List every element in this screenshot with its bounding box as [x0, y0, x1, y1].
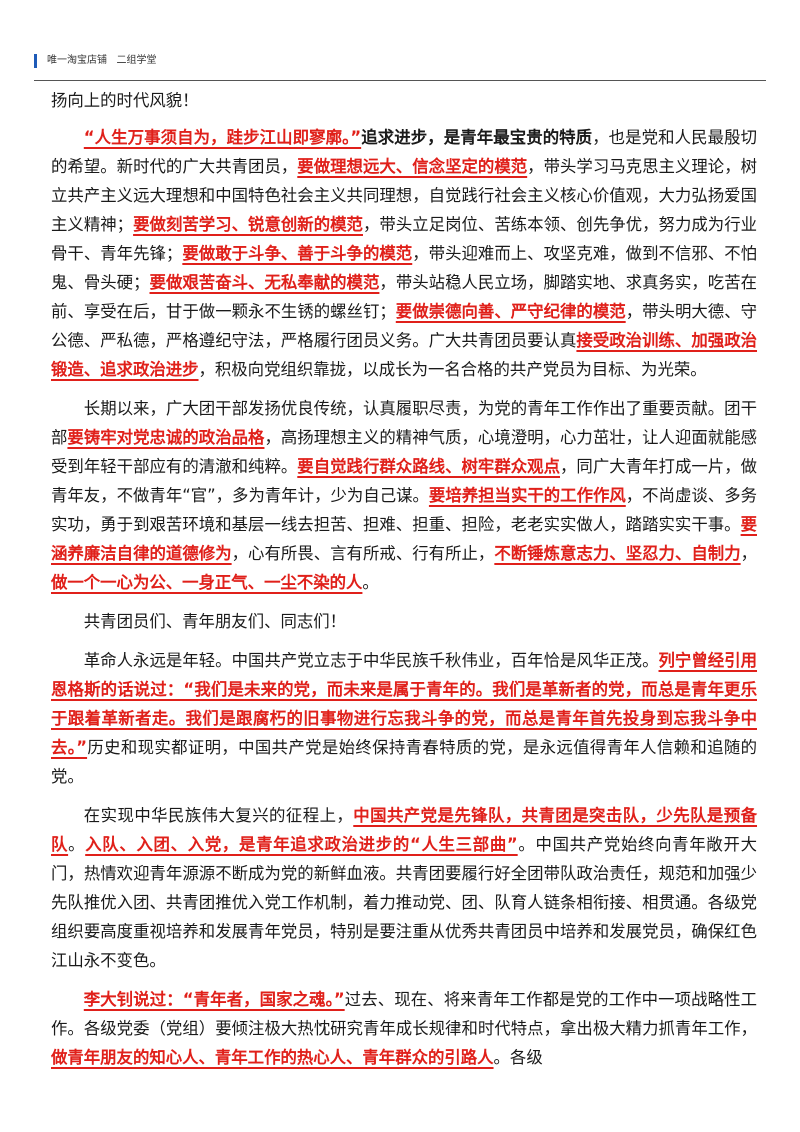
highlighted-text: 做一个一心为公、一身正气、一尘不染的人 [51, 573, 363, 592]
highlighted-text: 要做崇德向善、严守纪律的模范 [395, 302, 626, 321]
paragraph-p5: 在实现中华民族伟大复兴的征程上，中国共产党是先锋队，共青团是突击队，少先队是预备… [51, 801, 757, 975]
body-text: 长期以来，广大团干部发扬优良传统，认真履职尽责，为党的青年工作作出了重要贡献。团… [51, 399, 757, 447]
body-text: ，带头立足岗位、苦练本领、创先争优，努力成为行业骨干、青年先锋； [51, 215, 758, 263]
paragraph-p1: “人生万事须自为，跬步江山即寥廓。”追求进步，是青年最宝贵的特质，也是党和人民最… [51, 123, 757, 384]
highlighted-text: 做青年朋友的知心人、青年工作的热心人、青年群众的引路人 [51, 1048, 494, 1067]
body-text: ，带头站稳人民立场，脚踏实地、求真务实，吃苦在前、享受在后，甘于做一颗永不生锈的… [51, 273, 758, 321]
body-text: ，也是党和人民最殷切的希望。新时代的广大共青团员， [51, 128, 758, 176]
highlighted-text: 要铸牢对党忠诚的政治品格 [67, 428, 265, 447]
highlighted-text: 入队、入团、入党，是青年追求政治进步的“人生三部曲” [85, 835, 518, 854]
body-text: 共青团员们、青年朋友们、同志们！ [83, 612, 347, 631]
body-text: 革命人永远是年轻。中国共产党立志于中华民族千秋伟业，百年恰是风华正茂。 [83, 651, 659, 670]
paragraph-p0: 扬向上的时代风貌！ [51, 86, 757, 115]
highlighted-text: 要做理想远大、信念坚定的模范 [297, 157, 528, 176]
highlighted-text: 要做敢于斗争、善于斗争的模范 [182, 244, 413, 263]
body-text: 。中国共产党始终向青年敞开大门，热情欢迎青年源源不断成为党的新鲜血液。共青团要履… [51, 835, 757, 970]
highlighted-text: 要自觉践行群众路线、树牢群众观点 [297, 457, 561, 476]
body-text: ，心有所畏、言有所戒、行有所止， [231, 544, 495, 563]
body-text: 历史和现实都证明，中国共产党是始终保持青春特质的党，是永远值得青年人信赖和追随的… [51, 738, 758, 786]
body-text: 。 [68, 835, 86, 854]
body-text: 过去、现在、将来青年工作都是党的工作中一项战略性工作。各级党委（党组）要倾注极大… [51, 990, 757, 1038]
document-body: 扬向上的时代风貌！ “人生万事须自为，跬步江山即寥廓。”追求进步，是青年最宝贵的特… [51, 86, 757, 1082]
highlighted-text: 要涵养廉洁自律的道德修为 [51, 515, 757, 563]
body-text: 。 [362, 573, 379, 592]
body-text: ，带头明大德、守公德、严私德，严格遵纪守法，严格履行团员义务。广大共青团员要认真 [51, 302, 758, 350]
highlighted-text: 要培养担当实干的工作作风 [428, 486, 626, 505]
highlighted-text: 要做艰苦奋斗、无私奉献的模范 [149, 273, 380, 292]
bold-text: 追求进步，是青年最宝贵的特质 [361, 128, 593, 147]
body-text: 。各级 [493, 1048, 543, 1067]
body-text: ，高扬理想主义的精神气质，心境澄明，心力茁壮，让人迎面就能感受到年轻干部应有的清… [51, 428, 758, 476]
highlighted-text: 接受政治训练、加强政治锻造、追求政治进步 [51, 331, 758, 379]
paragraph-p2: 长期以来，广大团干部发扬优良传统，认真履职尽责，为党的青年工作作出了重要贡献。团… [51, 394, 757, 597]
highlighted-text: 要做刻苦学习、锐意创新的模范 [133, 215, 363, 234]
body-text: ，不尚虚谈、多务实功，勇于到艰苦环境和基层一线去担苦、担难、担重、担险，老老实实… [51, 486, 758, 534]
header-text: 唯一淘宝店铺 二组学堂 [47, 55, 157, 66]
body-text: ，带头学习马克思主义理论，树立共产主义远大理想和中国特色社会主义共同理想，自觉践… [51, 157, 758, 234]
highlighted-text: 中国共产党是先锋队，共青团是突击队，少先队是预备队 [51, 806, 758, 854]
highlighted-text: 不断锤炼意志力、坚忍力、自制力 [494, 544, 741, 563]
body-text: 扬向上的时代风貌！ [51, 91, 199, 110]
body-text: 在实现中华民族伟大复兴的征程上， [83, 806, 354, 825]
highlighted-text: 李大钊说过：“青年者，国家之魂。” [83, 990, 345, 1009]
paragraph-p4: 革命人永远是年轻。中国共产党立志于中华民族千秋伟业，百年恰是风华正茂。列宁曾经引… [51, 646, 757, 791]
body-text: ，积极向党组织靠拢，以成长为一名合格的共产党员为目标、为光荣。 [198, 360, 707, 379]
page-header: 唯一淘宝店铺 二组学堂 [34, 52, 766, 81]
body-text: ，同广大青年打成一片，做青年友，不做青年“官”，多为青年计，少为自己谋。 [51, 457, 758, 505]
body-text: ，带头迎难而上、攻坚克难，做到不信邪、不怕鬼、骨头硬； [51, 244, 758, 292]
header-accent-bar [34, 54, 37, 68]
highlighted-text: “人生万事须自为，跬步江山即寥廓。” [83, 128, 362, 147]
body-text: ， [740, 544, 758, 563]
paragraph-p6: 李大钊说过：“青年者，国家之魂。”过去、现在、将来青年工作都是党的工作中一项战略… [51, 985, 757, 1072]
paragraph-p3: 共青团员们、青年朋友们、同志们！ [51, 607, 757, 636]
highlighted-text: 列宁曾经引用恩格斯的话说过：“我们是未来的党，而未来是属于青年的。我们是革新者的… [51, 651, 758, 757]
